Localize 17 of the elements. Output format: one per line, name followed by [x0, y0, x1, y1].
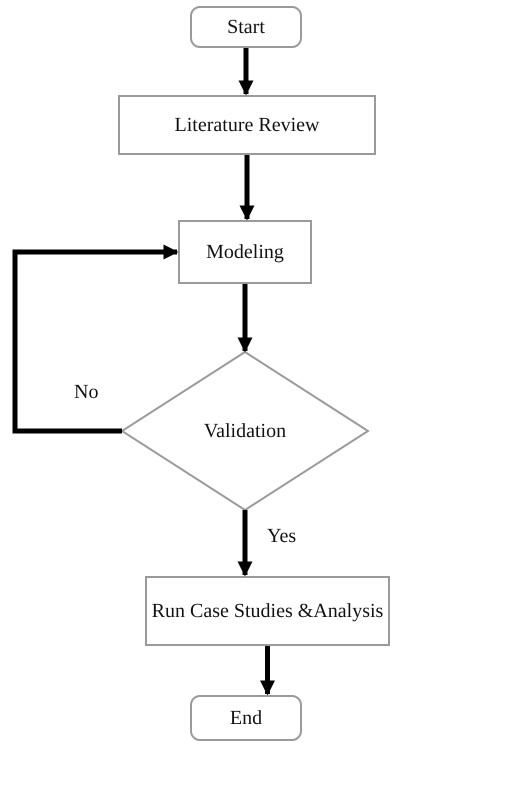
terminal-box — [190, 6, 302, 48]
node-text: Run Case Studies &Analysis — [152, 599, 384, 623]
node-text: Start — [227, 15, 265, 39]
arrow — [238, 48, 254, 96]
node-text: Literature Review — [174, 113, 320, 137]
process-box — [145, 576, 390, 646]
process-box — [178, 220, 312, 284]
process-box — [118, 95, 376, 155]
node-text: Validation — [204, 419, 286, 443]
node-text: End — [230, 706, 262, 730]
arrow — [238, 510, 252, 576]
terminal-box — [190, 695, 302, 741]
arrow — [240, 155, 254, 220]
node-text: Modeling — [206, 240, 284, 264]
arrow — [260, 646, 275, 696]
arrow — [238, 284, 252, 352]
arrow — [12, 244, 178, 434]
